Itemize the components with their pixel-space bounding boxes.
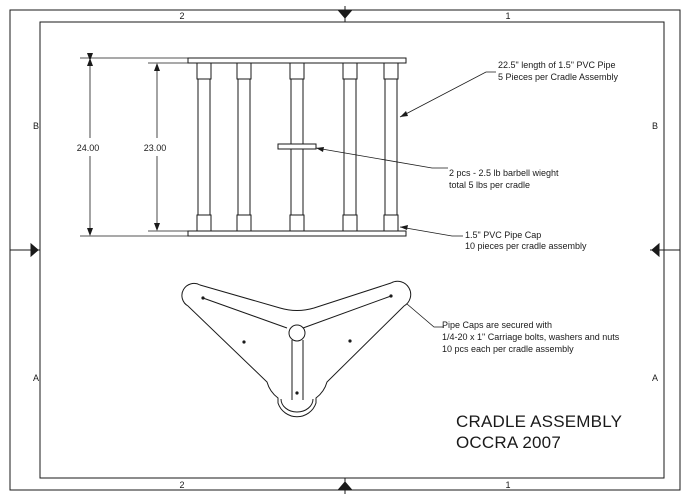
zone-label-left-b: B [33, 121, 39, 131]
leader-weight [315, 147, 448, 169]
callout-bolts-line1: Pipe Caps are secured with [442, 320, 552, 330]
title-line-2: OCCRA 2007 [456, 433, 561, 452]
leader-lines [315, 71, 496, 328]
center-mark-bottom [337, 480, 353, 494]
zone-label-top-1: 1 [505, 11, 510, 21]
dimension-lines [80, 53, 198, 237]
pvc-pipe-2 [236, 62, 252, 232]
base-arm-right [302, 295, 392, 329]
dimension-arrowheads [87, 58, 160, 236]
callout-weight-line1: 2 pcs - 2.5 lb barbell wieght [449, 168, 559, 178]
zone-label-right-a: A [652, 373, 658, 383]
bolt-hole [389, 294, 393, 298]
dimension-inner-height: 23.00 [144, 143, 167, 153]
title-line-1: CRADLE ASSEMBLY [456, 412, 622, 431]
pvc-pipe-4 [342, 62, 358, 232]
base-arm-left [202, 297, 288, 329]
callout-cap-line1: 1.5" PVC Pipe Cap [465, 230, 541, 240]
centering-marks [26, 6, 666, 494]
callout-weight-line2: total 5 lbs per cradle [449, 180, 530, 190]
dimension-outer-height: 24.00 [77, 143, 100, 153]
zone-label-bottom-2: 2 [179, 480, 184, 490]
zone-label-top-2: 2 [179, 11, 184, 21]
callout-cap-line2: 10 pieces per cradle assembly [465, 241, 587, 251]
bottom-rail [187, 230, 407, 237]
pvc-pipe-1 [196, 62, 212, 232]
zone-label-bottom-1: 1 [505, 480, 510, 490]
base-bottom-lobe [280, 398, 314, 413]
callout-pipe-line2: 5 Pieces per Cradle Assembly [498, 72, 619, 82]
carriage-bolt-holes [201, 294, 393, 395]
leader-cap [399, 226, 463, 237]
top-rail [187, 57, 407, 64]
bolt-hole [201, 296, 205, 300]
leader-pipe [399, 71, 496, 118]
leader-bolts [399, 297, 444, 328]
zone-label-right-b: B [652, 121, 658, 131]
callout-pipe-line1: 22.5" length of 1.5" PVC Pipe [498, 60, 615, 70]
center-mark-left [26, 242, 40, 258]
center-mark-right [650, 242, 666, 258]
zone-label-left-a: A [33, 373, 39, 383]
cradle-side-view [187, 57, 407, 237]
center-pipe-hole [288, 324, 306, 342]
center-mark-top [337, 6, 353, 20]
bolt-hole [295, 391, 299, 395]
cradle-base-top-view [181, 280, 412, 418]
bolt-hole [242, 340, 246, 344]
pvc-pipe-5 [383, 62, 399, 232]
bolt-hole [348, 339, 352, 343]
callout-bolts-line2: 1/4-20 x 1" Carriage bolts, washers and … [442, 332, 620, 342]
callout-bolts-line3: 10 pcs each per cradle assembly [442, 344, 574, 354]
base-plate-outline [181, 280, 412, 418]
barbell-weight [277, 143, 317, 150]
